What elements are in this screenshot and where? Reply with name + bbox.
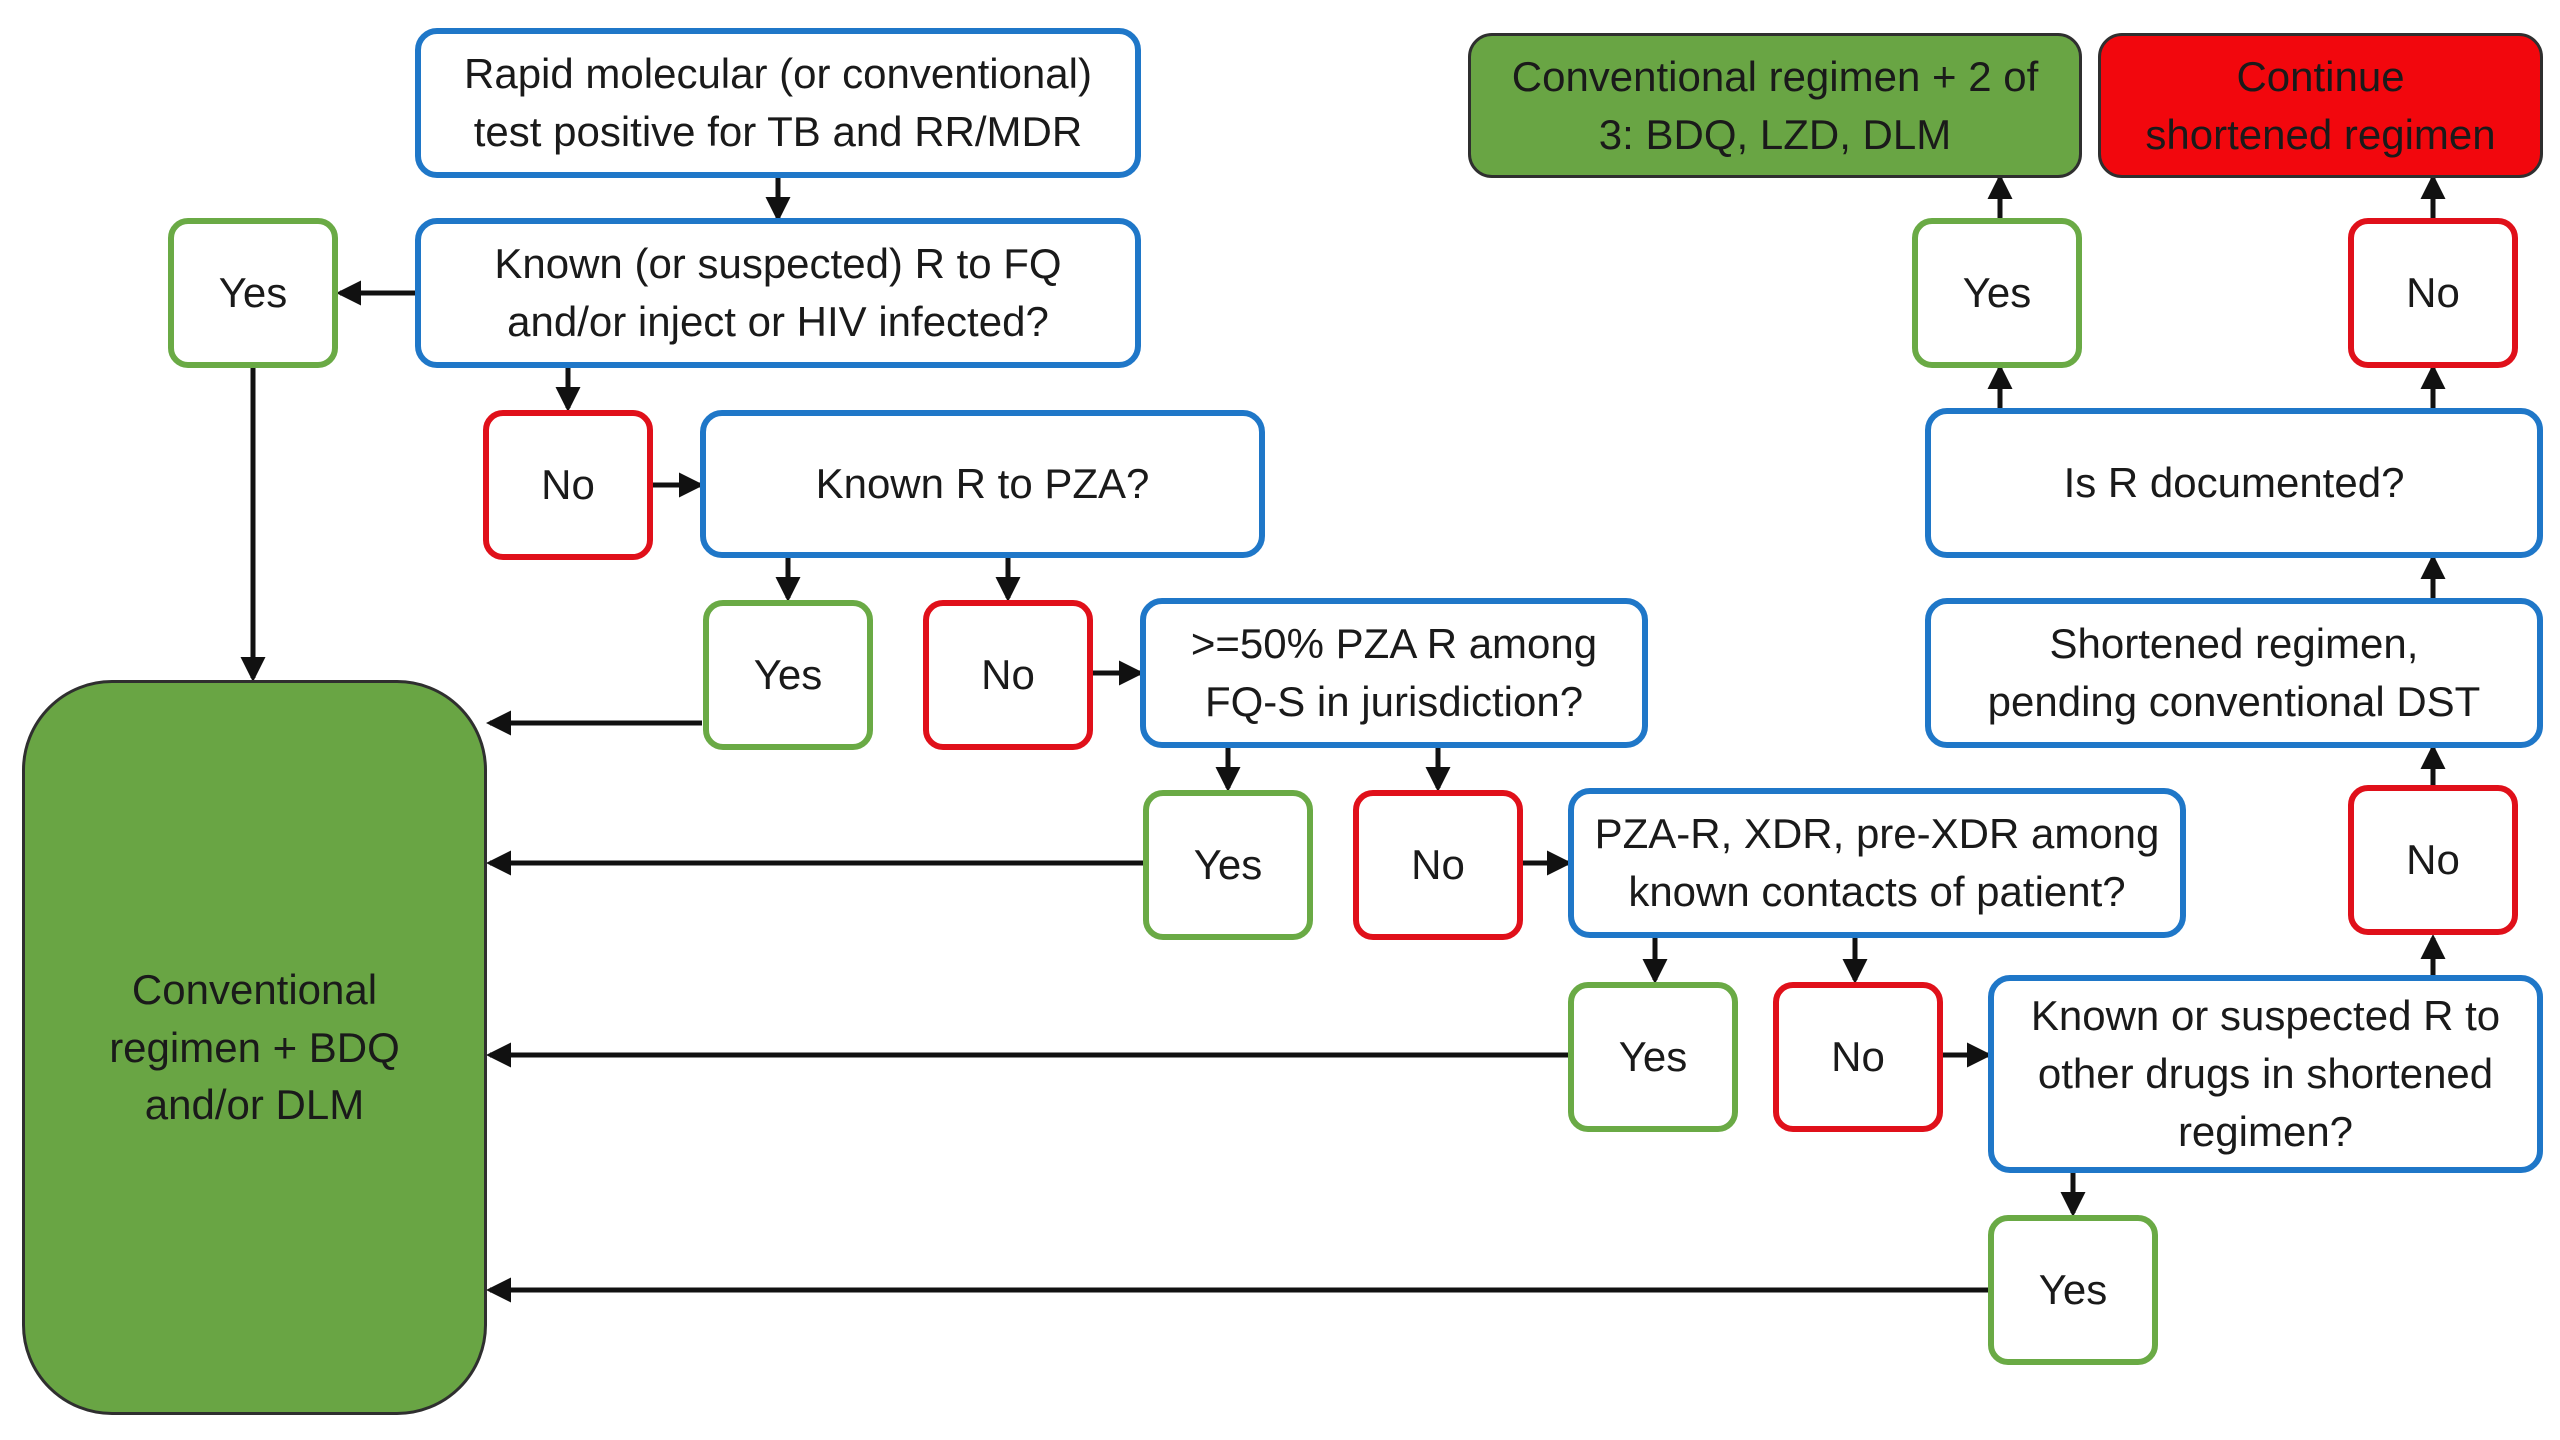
other-drugs-no-node: No (2348, 785, 2518, 935)
documented-no-node: No (2348, 218, 2518, 368)
jurisdiction-yes-node: Yes (1143, 790, 1313, 940)
question-contacts: PZA-R, XDR, pre-XDR among known contacts… (1568, 788, 2186, 938)
jurisdiction-no-label: No (1411, 841, 1465, 889)
contacts-yes-label: Yes (1618, 1033, 1688, 1081)
fq-yes-label: Yes (218, 269, 288, 317)
documented-no-label: No (2406, 269, 2460, 317)
shortened-regimen-label: Shortened regimen, pending conventional … (1987, 620, 2481, 725)
outcome-conventional-2of3-label: Conventional regimen + 2 of 3: BDQ, LZD,… (1511, 52, 2039, 158)
other-drugs-yes-node: Yes (1988, 1215, 2158, 1365)
contacts-no-label: No (1831, 1033, 1885, 1081)
other-drugs-yes-label: Yes (2038, 1266, 2108, 1314)
question-contacts-label: PZA-R, XDR, pre-XDR among known contacts… (1594, 810, 2160, 915)
pza-yes-label: Yes (753, 651, 823, 699)
question-jurisdiction-label: >=50% PZA R among FQ-S in jurisdiction? (1190, 620, 1598, 725)
fq-no-label: No (541, 461, 595, 509)
question-documented: Is R documented? (1925, 408, 2543, 558)
contacts-no-node: No (1773, 982, 1943, 1132)
outcome-conventional-bdq-dlm-label: Conventional regimen + BDQ and/or DLM (109, 965, 400, 1129)
other-drugs-no-label: No (2406, 836, 2460, 884)
documented-yes-label: Yes (1962, 269, 2032, 317)
fq-no-node: No (483, 410, 653, 560)
documented-yes-node: Yes (1912, 218, 2082, 368)
question-pza: Known R to PZA? (700, 410, 1265, 558)
start-node: Rapid molecular (or conventional) test p… (415, 28, 1141, 178)
outcome-conventional-2of3: Conventional regimen + 2 of 3: BDQ, LZD,… (1468, 33, 2082, 178)
contacts-yes-node: Yes (1568, 982, 1738, 1132)
jurisdiction-yes-label: Yes (1193, 841, 1263, 889)
question-jurisdiction: >=50% PZA R among FQ-S in jurisdiction? (1140, 598, 1648, 748)
pza-no-node: No (923, 600, 1093, 750)
pza-yes-node: Yes (703, 600, 873, 750)
question-fq-inject-hiv-label: Known (or suspected) R to FQ and/or inje… (494, 240, 1062, 345)
question-fq-inject-hiv: Known (or suspected) R to FQ and/or inje… (415, 218, 1141, 368)
outcome-continue-shortened: Continue shortened regimen (2098, 33, 2543, 178)
jurisdiction-no-node: No (1353, 790, 1523, 940)
question-other-drugs-label: Known or suspected R to other drugs in s… (2030, 992, 2501, 1155)
start-node-label: Rapid molecular (or conventional) test p… (464, 50, 1092, 155)
outcome-continue-shortened-label: Continue shortened regimen (2145, 52, 2496, 158)
pza-no-label: No (981, 651, 1035, 699)
question-other-drugs: Known or suspected R to other drugs in s… (1988, 975, 2543, 1173)
shortened-regimen-node: Shortened regimen, pending conventional … (1925, 598, 2543, 748)
fq-yes-node: Yes (168, 218, 338, 368)
question-pza-label: Known R to PZA? (815, 460, 1150, 508)
question-documented-label: Is R documented? (2063, 459, 2405, 507)
outcome-conventional-bdq-dlm: Conventional regimen + BDQ and/or DLM (22, 680, 487, 1415)
